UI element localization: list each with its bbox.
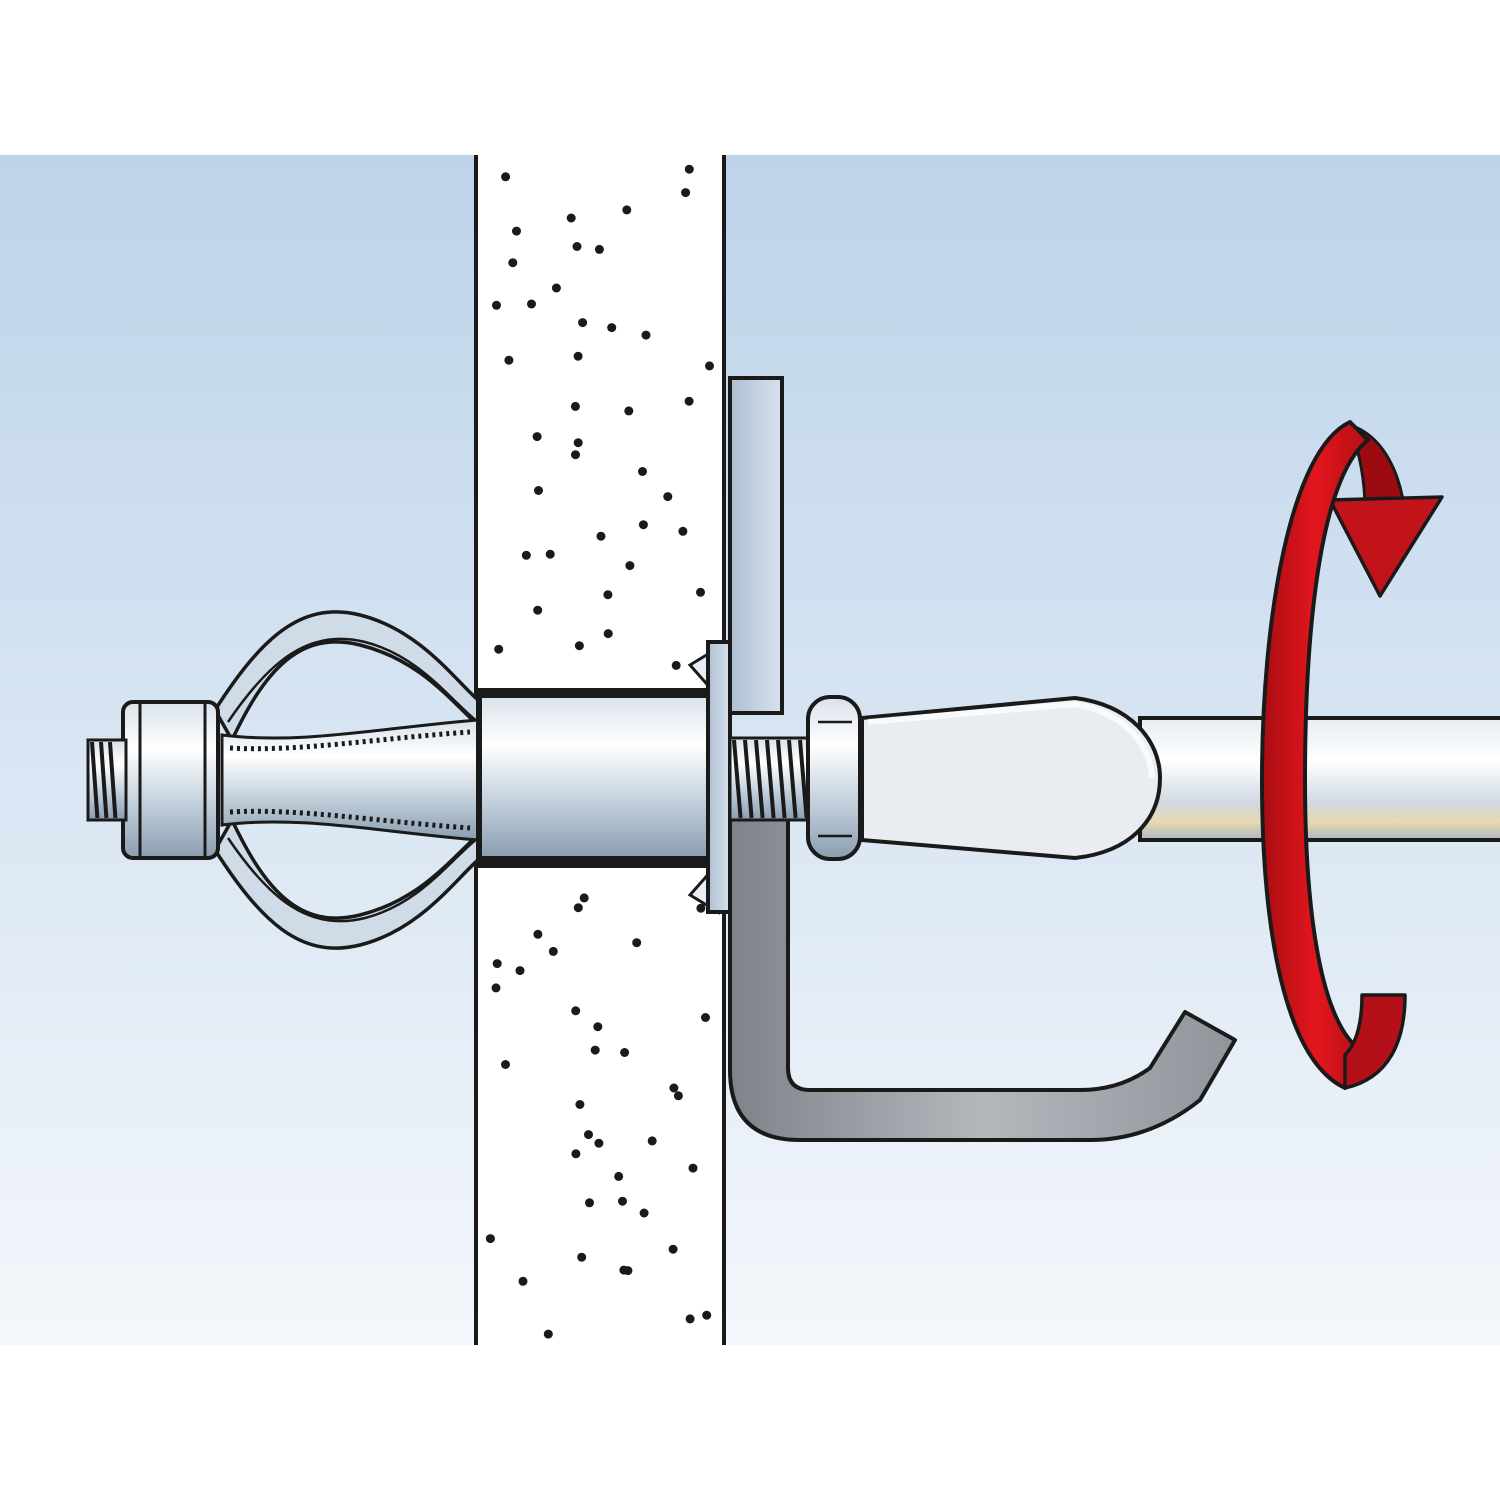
wall-dot xyxy=(614,1171,624,1181)
wall-dot xyxy=(673,1091,683,1101)
wall-dot xyxy=(623,1266,633,1276)
wall-dot xyxy=(543,1329,553,1339)
wall-dot xyxy=(570,401,580,411)
wall-dot xyxy=(527,299,536,309)
bolt-thread-tip xyxy=(86,738,128,822)
wall-dot xyxy=(625,561,635,571)
wall-dot xyxy=(594,1138,604,1148)
wall-dot xyxy=(548,946,558,956)
wall-dot xyxy=(669,1083,679,1093)
wall-dot xyxy=(663,492,673,502)
wall-dot xyxy=(584,1130,593,1140)
wall-dot xyxy=(684,164,694,174)
thread-line xyxy=(743,739,754,819)
wall-dot xyxy=(533,605,543,615)
thread-line xyxy=(99,741,109,819)
wall-dot xyxy=(607,323,617,333)
wall-dot xyxy=(702,1310,712,1320)
wall-dot xyxy=(684,396,694,406)
wall-dot xyxy=(685,1314,695,1324)
thread-line xyxy=(754,739,765,819)
wall-dot xyxy=(515,966,525,976)
wall-dot xyxy=(603,629,613,639)
wall-dot xyxy=(532,432,542,442)
wall-dot xyxy=(594,244,604,254)
wall-dot xyxy=(574,641,584,651)
wall-dot xyxy=(566,213,576,223)
wall-dot xyxy=(494,644,504,654)
wall-dot xyxy=(573,351,583,361)
wall-dot xyxy=(620,1048,630,1057)
wall-dot xyxy=(492,959,502,969)
thread-line xyxy=(765,739,776,819)
wall-dot xyxy=(696,903,706,913)
wall-dot xyxy=(501,172,511,182)
thread-line xyxy=(776,739,787,819)
wall-dot xyxy=(521,550,531,560)
hook-icon xyxy=(728,798,1237,1142)
wall-dot xyxy=(573,438,583,448)
wall-dot xyxy=(578,318,588,328)
wall-dot xyxy=(571,1006,581,1016)
wall-dot xyxy=(596,531,606,541)
anchor-end-nut xyxy=(121,700,220,860)
wall-dot xyxy=(533,929,543,939)
wall-dot xyxy=(518,1276,528,1286)
wall-dot xyxy=(534,486,543,495)
thread-line xyxy=(108,741,118,819)
wall-dot xyxy=(485,1234,495,1244)
wall-dot xyxy=(622,205,632,215)
wall-dot xyxy=(508,258,518,268)
wall-dot xyxy=(701,1013,710,1022)
wall-dot xyxy=(647,1136,657,1146)
wall-dot xyxy=(671,660,681,670)
wall-dot xyxy=(545,549,555,559)
wall-texture-dots xyxy=(485,164,714,1339)
wall-dot xyxy=(573,903,583,913)
thread-line xyxy=(90,741,100,819)
wall-dot xyxy=(641,330,651,340)
wall-dot xyxy=(696,587,705,597)
thread-line xyxy=(798,739,809,819)
wall-dot xyxy=(705,361,714,371)
anchor-sleeve xyxy=(476,640,732,915)
wall-dot xyxy=(638,520,648,530)
wall-dot xyxy=(618,1196,627,1206)
wall-dot xyxy=(491,983,501,993)
wall-dot xyxy=(492,300,501,310)
wall-dot xyxy=(590,1045,600,1055)
wall-dot xyxy=(678,526,688,536)
thread-line xyxy=(787,739,798,819)
wall-dot xyxy=(572,242,582,251)
wall-dot xyxy=(577,1252,587,1262)
wall-dot xyxy=(688,1163,698,1173)
wall-dot xyxy=(603,590,613,600)
wall-dot xyxy=(681,188,691,198)
wall-dot xyxy=(632,938,642,948)
wall-dot xyxy=(501,1060,510,1069)
wall-dot xyxy=(551,283,561,293)
wall-dot xyxy=(668,1244,678,1254)
wall-dot xyxy=(504,355,514,365)
clockwise-rotation-arrow-icon xyxy=(1260,420,1444,1090)
wall-dot xyxy=(624,406,634,416)
wall-dot xyxy=(593,1022,603,1032)
wall-dot xyxy=(571,1149,581,1159)
wall-dot xyxy=(639,1208,649,1218)
wall-dot xyxy=(575,1100,585,1109)
screw-thread xyxy=(728,736,814,822)
screwdriver-icon xyxy=(860,696,1500,860)
screw-head xyxy=(806,695,862,861)
washer-plate xyxy=(728,376,784,715)
thread-line xyxy=(732,739,743,819)
wall-dot xyxy=(571,450,580,460)
wall-dot xyxy=(512,226,521,236)
wall-dot xyxy=(585,1198,594,1208)
wall-dot xyxy=(579,893,589,903)
wall-dot xyxy=(638,467,647,476)
